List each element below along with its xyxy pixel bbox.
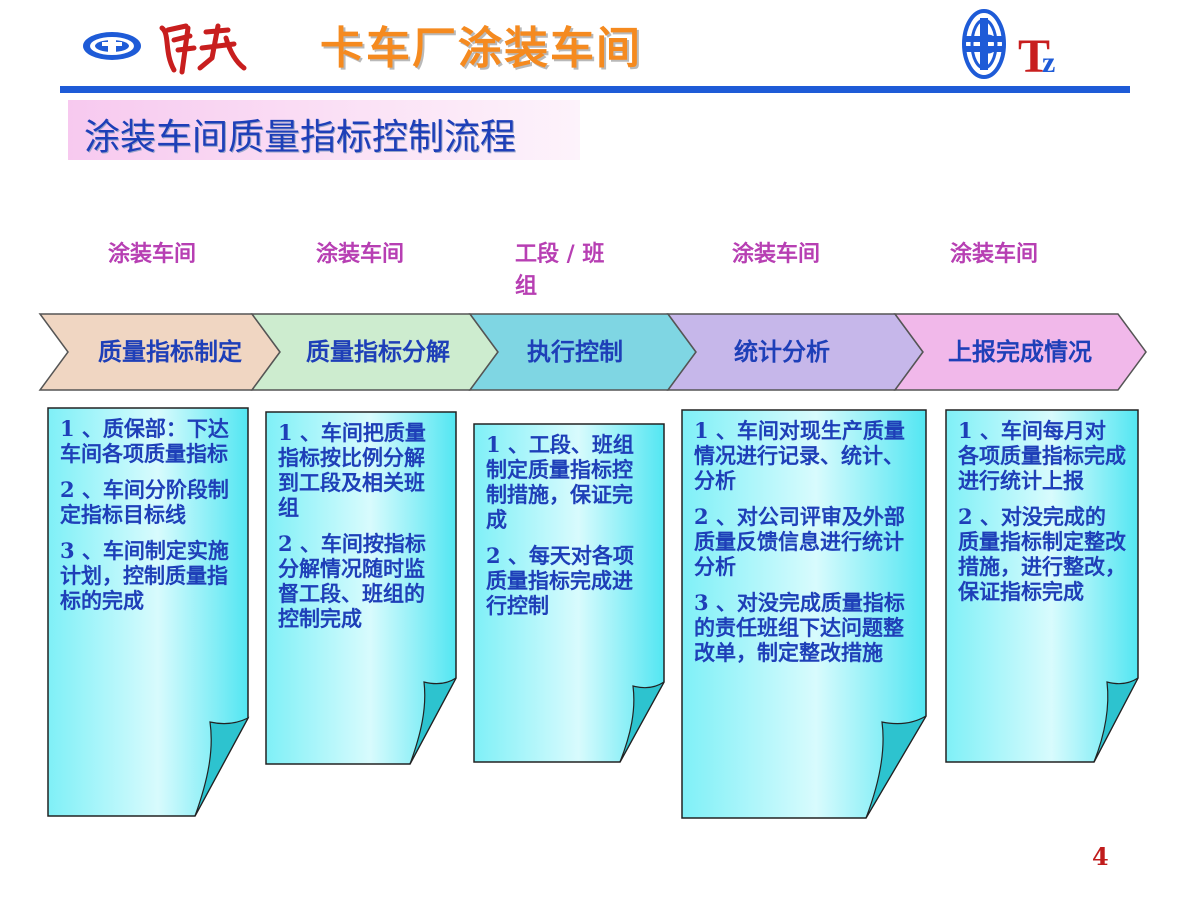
- card-1-shape: [47, 407, 250, 817]
- card-5-item-1: 1 、车间每月对各项质量指标完成进行统计上报: [958, 418, 1126, 493]
- owner-step-2: 涂装车间: [316, 241, 405, 267]
- page-number: 4: [1092, 842, 1109, 871]
- process-step-5-label: 上报完成情况: [948, 337, 1092, 366]
- card-4-shape: [681, 409, 927, 819]
- subtitle-banner: [68, 100, 580, 160]
- card-2-shape: [265, 411, 457, 765]
- process-step-2-label: 质量指标分解: [306, 337, 450, 366]
- card-4-item-3: 3 、对没完成质量指标的责任班组下达问题整改单，制定整改措施: [694, 590, 905, 665]
- card-3-item-1: 1 、工段、班组制定质量指标控制措施，保证完成: [486, 432, 634, 532]
- tz-logo-letter-t: T: [1018, 30, 1050, 82]
- process-step-5-shape: [893, 313, 1147, 391]
- card-3-content: 1 、工段、班组制定质量指标控制措施，保证完成 2 、每天对各项质量指标完成进行…: [486, 432, 652, 629]
- card-4-content: 1 、车间对现生产质量情况进行记录、统计、分析 2 、对公司评审及外部质量反馈信…: [694, 418, 920, 676]
- card-4-item-1: 1 、车间对现生产质量情况进行记录、统计、分析: [694, 418, 905, 493]
- card-4-item-2: 2 、对公司评审及外部质量反馈信息进行统计分析: [694, 504, 905, 579]
- card-1-item-1: 1 、质保部：下达车间各项质量指标: [60, 416, 229, 466]
- card-1-item-3: 3 、车间制定实施计划，控制质量指标的完成: [60, 538, 229, 613]
- page-title: 卡车厂涂装车间: [320, 23, 642, 74]
- card-3-shape: [473, 423, 665, 763]
- card-2-item-1: 1 、车间把质量指标按比例分解到工段及相关班组: [278, 420, 426, 520]
- card-2-item-2: 2 、车间按指标分解情况随时监督工段、班组的控制完成: [278, 531, 426, 631]
- owner-step-1: 涂装车间: [108, 241, 197, 267]
- owner-step-4: 涂装车间: [732, 241, 821, 267]
- card-2-content: 1 、车间把质量指标按比例分解到工段及相关班组 2 、车间按指标分解情况随时监督…: [278, 420, 444, 642]
- process-flow: [38, 313, 1147, 391]
- subtitle: 涂装车间质量指标控制流程: [84, 117, 517, 158]
- card-1-item-2: 2 、车间分阶段制定指标目标线: [60, 477, 229, 527]
- process-step-4-label: 统计分析: [734, 337, 830, 366]
- card-3-item-2: 2 、每天对各项质量指标完成进行控制: [486, 543, 634, 618]
- tz-logo-letter-z: z: [1042, 46, 1055, 79]
- card-5-shape: [945, 409, 1139, 763]
- owner-step-3: 工段 / 班组: [515, 241, 605, 299]
- card-1-content: 1 、质保部：下达车间各项质量指标 2 、车间分阶段制定指标目标线 3 、车间制…: [60, 416, 230, 624]
- card-5-content: 1 、车间每月对各项质量指标完成进行统计上报 2 、对没完成的质量指标制定整改措…: [958, 418, 1126, 615]
- card-5-item-2: 2 、对没完成的质量指标制定整改措施，进行整改，保证指标完成: [958, 504, 1126, 604]
- tz-logo: T z: [958, 6, 1078, 83]
- process-step-3-label: 执行控制: [527, 337, 623, 366]
- owner-step-5: 涂装车间: [950, 241, 1039, 267]
- process-step-1-label: 质量指标制定: [98, 337, 242, 366]
- faw-jiefang-logo: [78, 18, 278, 78]
- header-divider: [60, 86, 1130, 93]
